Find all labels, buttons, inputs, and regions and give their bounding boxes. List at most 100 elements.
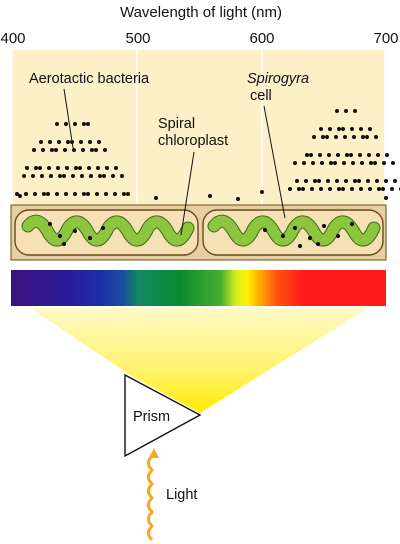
bacterium-dot — [42, 192, 46, 196]
bacterium-dot — [344, 179, 348, 183]
incoming-light-arrow — [147, 454, 155, 542]
bacterium-dot — [345, 153, 349, 157]
bacterium-dot — [262, 227, 268, 233]
bacterium-dot — [39, 140, 43, 144]
bacterium-dot — [301, 187, 305, 191]
bacterium-dot — [102, 174, 106, 178]
leader-spiral-chloroplast — [180, 151, 195, 236]
bacterium-dot — [341, 187, 345, 191]
label-cell: cell — [250, 88, 272, 104]
bacterium-dot — [15, 192, 19, 196]
bacterium-dot — [328, 127, 332, 131]
bacterium-dot — [25, 166, 29, 170]
bacterium-dot — [384, 179, 388, 183]
bacterium-dot — [34, 166, 38, 170]
bacterium-dot — [357, 179, 361, 183]
bacterium-dot — [66, 140, 70, 144]
bacterium-dot — [72, 228, 78, 234]
bacterium-dot — [120, 174, 124, 178]
bacterium-dot — [40, 174, 44, 178]
bacterium-dot — [87, 166, 91, 170]
label-aerotactic-bacteria: Aerotactic bacteria — [29, 71, 150, 87]
bacterium-dot — [297, 187, 301, 191]
bacterium-dot — [304, 179, 308, 183]
bacterium-dot — [374, 135, 378, 139]
bacterium-dot — [46, 192, 50, 196]
bacterium-dot — [22, 174, 26, 178]
bacterium-dot — [47, 166, 51, 170]
bacterium-dot — [73, 122, 77, 126]
bacterium-dot — [317, 179, 321, 183]
bacterium-dot — [359, 187, 363, 191]
bacterium-dot — [89, 174, 93, 178]
bacterium-dot — [104, 192, 108, 196]
bacterium-dot — [328, 187, 332, 191]
bacterium-dot — [72, 148, 76, 152]
bacterium-dot — [337, 127, 341, 131]
bacterium-dot — [384, 196, 388, 200]
bacterium-dot — [305, 153, 309, 157]
bacterium-dot — [78, 166, 82, 170]
bacterium-dot — [391, 161, 395, 165]
bacterium-dot — [335, 179, 339, 183]
bacterium-dot — [105, 166, 109, 170]
bacterium-dot — [297, 243, 303, 249]
bacterium-dot — [122, 192, 126, 196]
bacterium-dot — [368, 127, 372, 131]
bacterium-dot — [335, 109, 339, 113]
bacterium-dot — [360, 161, 364, 165]
bacterium-dot — [368, 187, 372, 191]
bacterium-dot — [208, 194, 212, 198]
bacterium-dot — [310, 187, 314, 191]
tick-label-400: 400 — [0, 30, 25, 47]
prism — [124, 373, 202, 458]
bacterium-dot — [307, 235, 313, 241]
label-light: Light — [166, 487, 197, 503]
bacterium-dot — [367, 153, 371, 157]
bacterium-dot — [126, 192, 130, 196]
bacterium-dot — [295, 179, 299, 183]
label-spirogyra: Spirogyra — [247, 71, 309, 87]
bacterium-dot — [349, 153, 353, 157]
bacterium-dot — [65, 166, 69, 170]
bacterium-dot — [320, 161, 324, 165]
bacterium-dot — [55, 122, 59, 126]
tick-label-500: 500 — [125, 30, 150, 47]
label-spiral: Spiral — [158, 116, 195, 132]
bacterium-dot — [47, 221, 53, 227]
bacterium-dot — [81, 148, 85, 152]
bacterium-dot — [24, 192, 28, 196]
label-chloroplast: chloroplast — [158, 133, 228, 149]
leader-spirogyra-cell — [263, 105, 286, 219]
bacterium-dot — [365, 135, 369, 139]
bacterium-dot — [236, 197, 240, 201]
bacterium-dot — [375, 179, 379, 183]
bacterium-dot — [288, 187, 292, 191]
bacterium-dot — [54, 148, 58, 152]
bacterium-dot — [64, 192, 68, 196]
bacterium-dot — [114, 166, 118, 170]
bacterium-dot — [18, 194, 22, 198]
bacterium-dot — [71, 174, 75, 178]
bacterium-dot — [111, 174, 115, 178]
bacterium-dot — [58, 174, 62, 178]
bacterium-dot — [280, 233, 286, 239]
bacterium-dot — [57, 140, 61, 144]
bacterium-dot — [373, 161, 377, 165]
bacterium-dot — [382, 161, 386, 165]
bacterium-dot — [385, 153, 389, 157]
bacterium-dot — [335, 233, 341, 239]
label-prism: Prism — [133, 409, 170, 425]
bacterium-dot — [327, 153, 331, 157]
bacterium-dot — [49, 174, 53, 178]
visible-spectrum-bar — [11, 270, 386, 306]
bacterium-dot — [82, 122, 86, 126]
bacterium-dot — [390, 187, 394, 191]
bacterium-dot — [352, 135, 356, 139]
bacterium-dot — [333, 161, 337, 165]
bacterium-dot — [312, 135, 316, 139]
bacterium-dot — [351, 161, 355, 165]
bacterium-dot — [349, 221, 355, 227]
bacterium-dot — [315, 241, 321, 247]
